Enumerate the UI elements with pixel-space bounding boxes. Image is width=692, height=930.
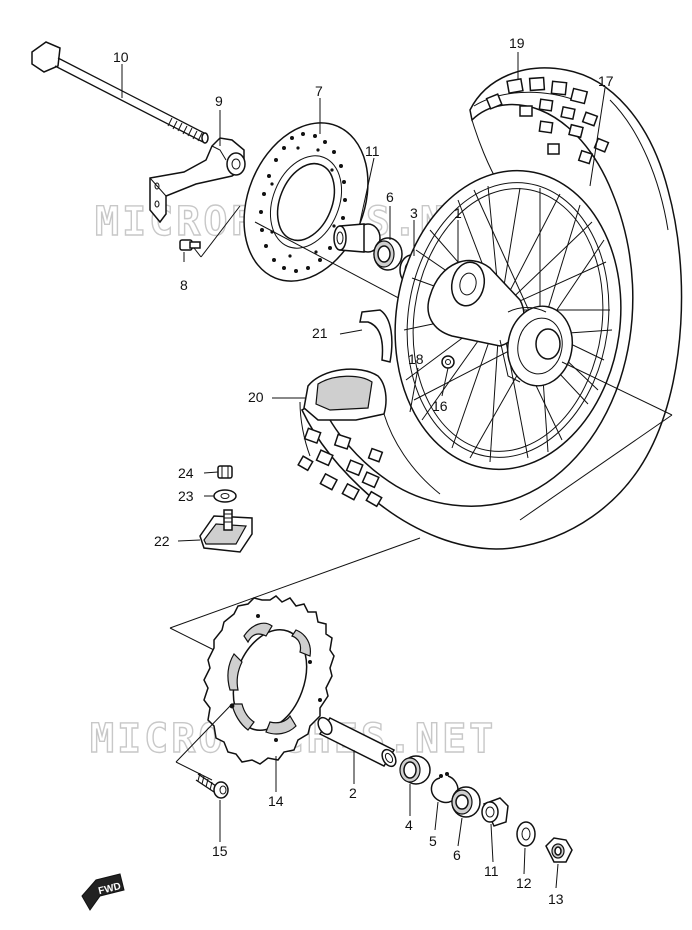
callout-24: 24 <box>178 465 194 481</box>
spacer-part-11 <box>333 223 381 253</box>
leader-lines <box>121 52 606 889</box>
callout-17: 17 <box>598 73 614 89</box>
forward-arrow-icon: FWD <box>81 873 125 911</box>
callout-3: 3 <box>410 205 418 221</box>
callout-13: 13 <box>548 891 564 907</box>
washer-part-12 <box>516 821 536 847</box>
nut-part-13 <box>545 837 573 863</box>
fwd-label: FWD <box>97 881 122 897</box>
callout-5: 5 <box>429 833 437 849</box>
callout-18: 18 <box>408 351 424 367</box>
axle-part-10 <box>31 41 209 144</box>
callout-9: 9 <box>215 93 223 109</box>
bearing-part-6-top <box>373 237 403 271</box>
callout-7: 7 <box>315 83 323 99</box>
nipple-part-16 <box>441 355 455 369</box>
hub-part-1 <box>427 259 574 387</box>
bolt-part-8 <box>179 205 241 258</box>
callout-10: 10 <box>113 49 129 65</box>
tire-part-19 <box>297 67 683 550</box>
callout-14: 14 <box>268 793 284 809</box>
washer-part-23 <box>213 489 237 503</box>
bolt-part-15 <box>195 772 229 799</box>
callout-20: 20 <box>248 389 264 405</box>
bearing-part-4 <box>399 755 431 785</box>
nut-part-24 <box>217 465 233 479</box>
callout-23: 23 <box>178 488 194 504</box>
callout-21: 21 <box>312 325 328 341</box>
callout-4: 4 <box>405 817 413 833</box>
callout-2: 2 <box>349 785 357 801</box>
callout-6-top: 6 <box>386 189 394 205</box>
rim-lock-part-22 <box>199 509 253 553</box>
callout-22: 22 <box>154 533 170 549</box>
callout-11-bottom: 11 <box>484 863 499 879</box>
callout-15: 15 <box>212 843 228 859</box>
sprocket-part-14 <box>203 595 335 765</box>
spacer-tube-part-2 <box>317 716 397 768</box>
callout-8: 8 <box>180 277 188 293</box>
bearing-part-6-bottom <box>451 786 481 818</box>
chain-adjuster-part-9 <box>149 137 246 224</box>
callout-numbers: 10 9 7 11 6 3 1 19 17 8 21 18 16 20 24 2… <box>113 35 614 907</box>
callout-19: 19 <box>509 35 525 51</box>
callout-12: 12 <box>516 875 532 891</box>
callout-6-bottom: 6 <box>453 847 461 863</box>
brake-disc-part-7 <box>243 122 369 282</box>
callout-16: 16 <box>432 398 448 414</box>
spacer-part-11-bottom <box>481 797 509 827</box>
rim-band-part-21 <box>359 309 393 363</box>
callout-1: 1 <box>454 205 462 221</box>
tube-part-20 <box>299 368 441 495</box>
callout-11-top: 11 <box>365 143 380 159</box>
